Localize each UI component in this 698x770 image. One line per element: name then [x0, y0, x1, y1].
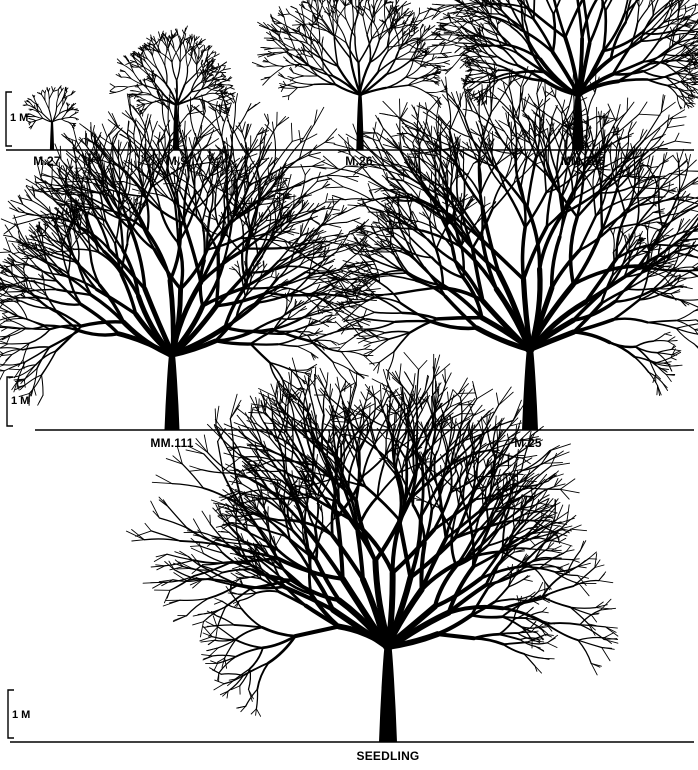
tree-label-m25: M.25	[514, 436, 541, 450]
tree-mm111-trunk	[165, 355, 179, 430]
tree-m25-trunk	[523, 350, 538, 430]
tree-label-mm111: MM.111	[150, 436, 193, 450]
scale-label-row-1: 1 M	[10, 112, 28, 124]
scale-label-row-3: 1 M	[12, 709, 30, 721]
tree-label-seedling: SEEDLING	[357, 749, 420, 763]
tree-seedling	[126, 353, 618, 743]
tree-label-m9: M.9	[167, 154, 188, 168]
tree-label-m26: M.26	[345, 154, 372, 168]
tree-m9	[110, 26, 236, 150]
tree-label-m27: M.27	[33, 154, 60, 168]
tree-m27-trunk	[50, 122, 53, 150]
tree-mm111	[0, 86, 380, 430]
tree-seedling-trunk	[380, 647, 397, 742]
scale-label-row-2: 1 M	[11, 395, 29, 407]
tree-label-mm106: MM.106	[561, 154, 606, 168]
tree-m25	[317, 60, 698, 430]
